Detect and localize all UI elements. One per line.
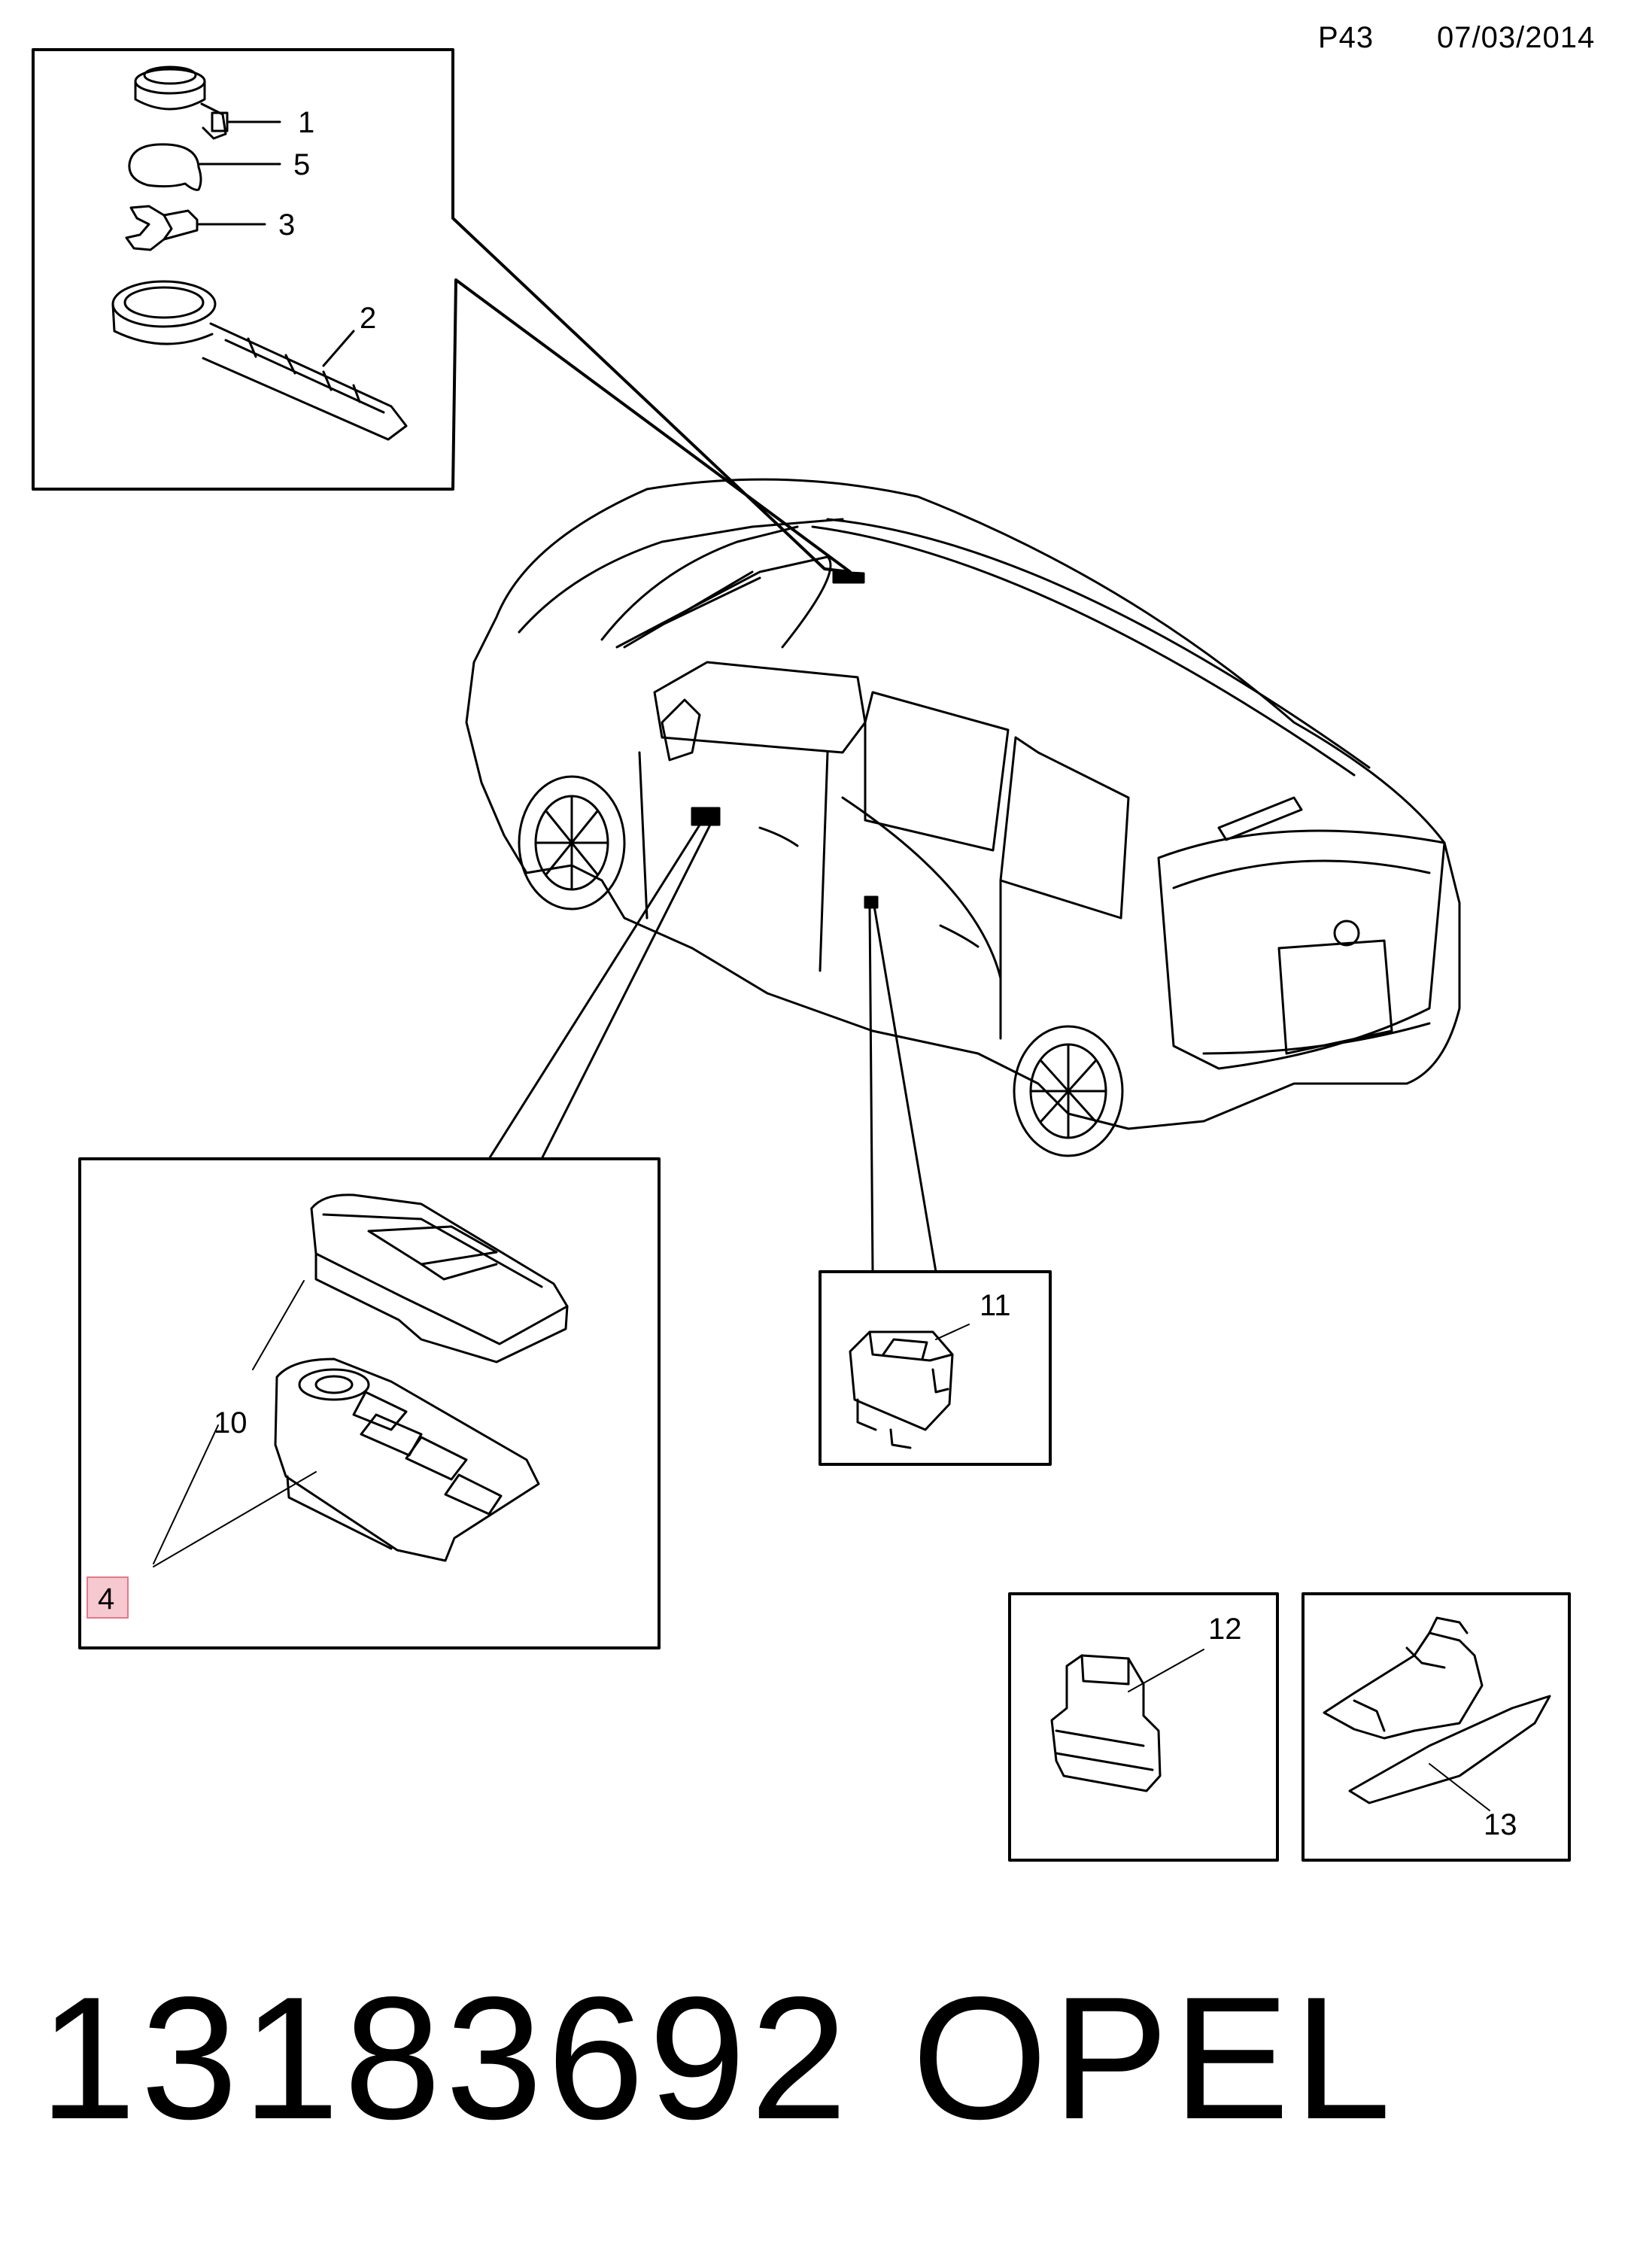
vehicle-illustration xyxy=(465,478,1461,1157)
part-number: 13183692 xyxy=(39,1961,852,2156)
brand-name: OPEL xyxy=(912,1961,1396,2156)
leader-line-door-switch-left xyxy=(487,819,704,1160)
callout-11: 11 xyxy=(980,1289,1011,1322)
callout-5: 5 xyxy=(293,148,310,181)
detail-box-window-switch xyxy=(78,1157,661,1649)
window-switch-assembly-part xyxy=(274,1357,540,1562)
leader-line-rear-switch-right xyxy=(873,904,937,1273)
detail-box-switch-12 xyxy=(1008,1592,1279,1862)
gel-pad-part xyxy=(128,143,281,191)
detail-box-part-13 xyxy=(1301,1592,1571,1862)
callout-4: 4 xyxy=(98,1582,114,1616)
rear-window-switch-part xyxy=(849,1324,970,1449)
leader-line-rear-switch-left xyxy=(868,904,874,1273)
callout-12: 12 xyxy=(1208,1613,1242,1646)
callout-3: 3 xyxy=(278,208,295,242)
switch-bezel-part xyxy=(310,1193,569,1364)
mounting-clip-part xyxy=(125,205,266,251)
page-code: P43 xyxy=(1318,21,1374,54)
sensor-bracket-part xyxy=(111,280,408,441)
detail-box-rain-sensor xyxy=(32,48,852,573)
callout-10: 10 xyxy=(214,1406,248,1440)
diagram-date: 07/03/2014 xyxy=(1437,21,1596,54)
leader-lines-box-b xyxy=(153,1280,317,1567)
callout-2: 2 xyxy=(360,302,376,335)
callout-1: 1 xyxy=(298,106,314,139)
part-13 xyxy=(1323,1616,1551,1811)
callout-13: 13 xyxy=(1484,1808,1517,1841)
highlighted-callout-box xyxy=(87,1576,129,1619)
detail-box-rear-switch xyxy=(819,1270,1052,1466)
switch-12-part xyxy=(1050,1649,1204,1792)
rain-sensor-part xyxy=(134,65,281,140)
leader-line-door-switch-right xyxy=(540,823,712,1160)
